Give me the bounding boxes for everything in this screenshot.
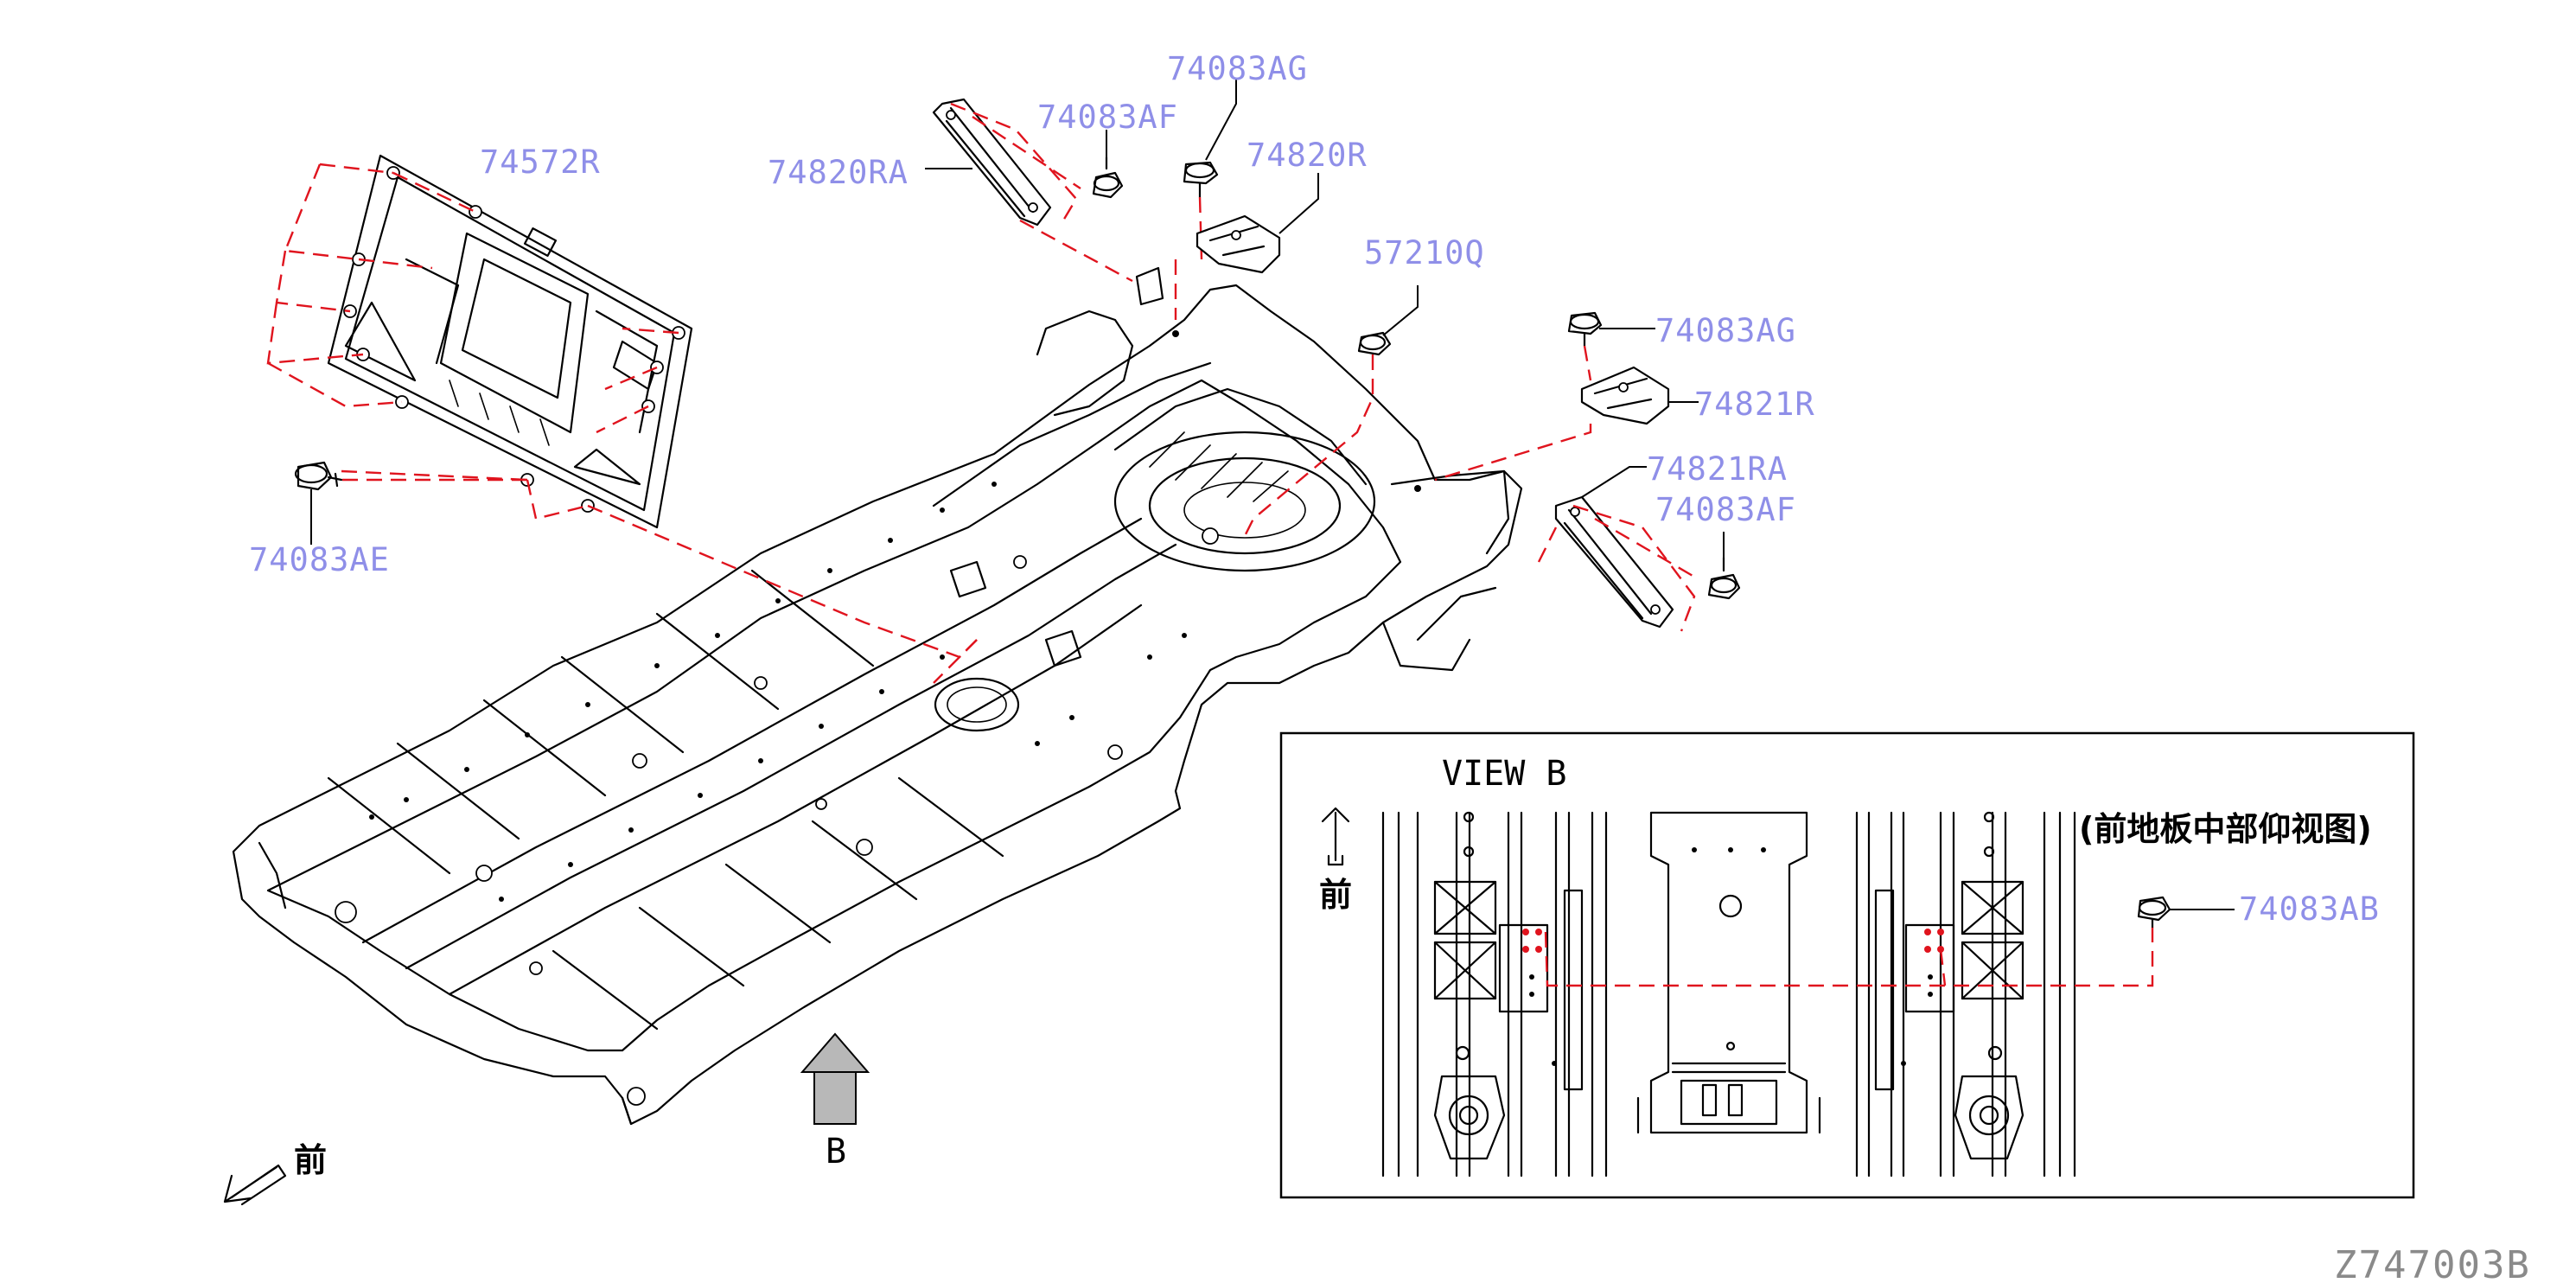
label-74820RA: 74820RA: [768, 154, 909, 191]
label-74083AG-right: 74083AG: [1655, 312, 1796, 349]
nut-57210Q: [1243, 285, 1419, 537]
label-74821R: 74821R: [1694, 386, 1815, 423]
label-74572R: 74572R: [480, 144, 601, 181]
view-b-caption: (前地板中部仰视图): [2079, 810, 2372, 848]
bracket-74820RA: [925, 98, 1133, 283]
front-direction-arrow: 前: [223, 1141, 327, 1206]
cover-dashed-leaders: [266, 163, 978, 684]
floor-pan-assembly: [232, 284, 1523, 1126]
label-74820R: 74820R: [1247, 137, 1368, 174]
front-label-view-b: 前: [1319, 876, 1352, 914]
view-b-arrow-label: B: [826, 1132, 846, 1171]
floor-pan-hardware-dots: [369, 330, 1421, 902]
figure-code: Z747003B: [2334, 1243, 2531, 1283]
view-b-title: VIEW B: [1442, 754, 1567, 794]
bolt-74083AF-right: [1707, 532, 1741, 600]
label-74083AG-top: 74083AG: [1167, 50, 1308, 87]
bolt-74083AF-top: [1092, 130, 1124, 199]
rear-floor-bracket-left: [1135, 266, 1164, 306]
bracket-74820R: [1174, 173, 1319, 320]
label-57210Q: 57210Q: [1364, 234, 1485, 271]
bolt-74083AG-top: [1183, 78, 1237, 260]
label-74821RA: 74821RA: [1647, 450, 1788, 488]
bolt-74083AE: [294, 461, 527, 545]
front-label-main: 前: [294, 1141, 327, 1179]
view-b-inset: VIEW B (前地板中部仰视图) 前: [1279, 731, 2415, 1199]
view-b-arrow: B: [800, 1032, 870, 1171]
label-74083AF-top: 74083AF: [1037, 99, 1178, 136]
bracket-74821R: [1434, 366, 1699, 482]
label-74083AE: 74083AE: [249, 541, 390, 578]
bracket-74821RA: [1537, 466, 1699, 632]
floor-cover-74572R: [327, 154, 693, 529]
bolt-74083AB: [2137, 896, 2235, 929]
part-labels-main: 74572R 74083AE 74820RA 74083AF 74083AG 7…: [249, 50, 1815, 578]
label-74083AB: 74083AB: [2239, 890, 2380, 928]
label-74083AF-right: 74083AF: [1655, 491, 1796, 528]
bolt-74083AG-right: [1567, 311, 1655, 381]
